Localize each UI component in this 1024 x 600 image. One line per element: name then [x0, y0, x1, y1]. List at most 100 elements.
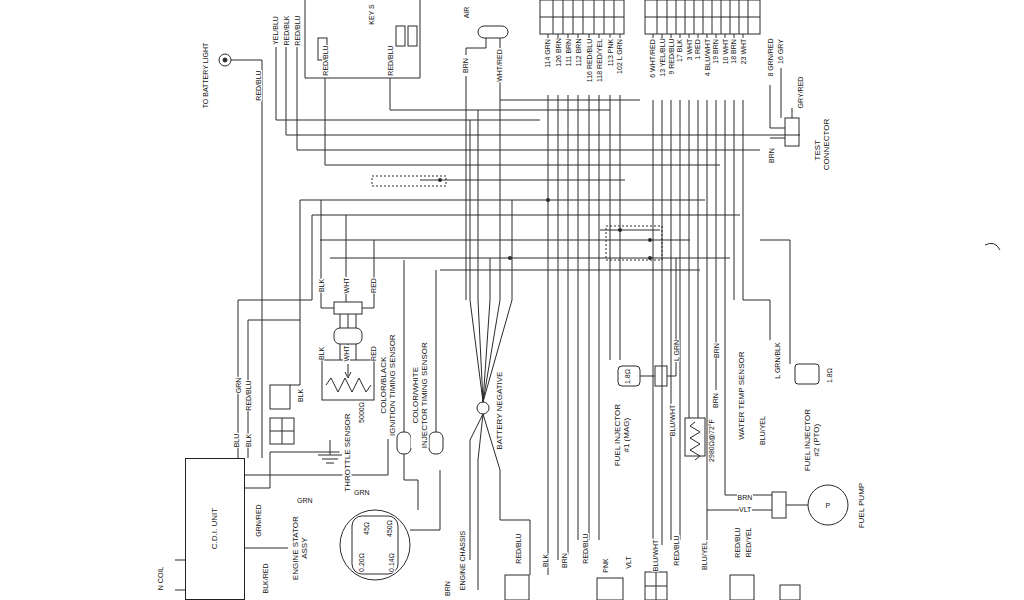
wire-label: RED/BLU: [673, 534, 680, 565]
dotted-box: [372, 176, 446, 186]
ground-label: BATTERY NEGATIVE: [493, 368, 508, 452]
wire: [321, 200, 374, 308]
wire-label: 126 BRN: [555, 38, 562, 67]
sensor-label: COLOR/WHITEINJECTOR TIMING SENSOR: [408, 339, 432, 451]
wire: [470, 100, 512, 300]
wire-label: GRY/RED: [796, 76, 803, 109]
ground-wire: [470, 300, 512, 470]
injector-label: FUEL INJECTOR #2 (PTO): [800, 401, 824, 479]
wire-label: 1.8Ω: [624, 368, 631, 384]
wire-label: RED: [370, 345, 377, 361]
wire-label: 118 RED/YEL: [596, 38, 603, 82]
connector: [334, 328, 362, 344]
node-text-group: TEST CONNECTOR: [813, 130, 831, 170]
ground-terminal: [477, 402, 489, 414]
node-text-group: C.D.I. UNIT: [210, 508, 219, 549]
junction-dot: [438, 178, 442, 182]
wire-label: P: [825, 502, 831, 509]
wire-label: BLK: [318, 346, 325, 360]
resistor-symbol: [326, 378, 371, 392]
sensor-label: WATER TEMP SENSOR: [735, 348, 750, 442]
component-name: THROTTLE SENSOR: [343, 413, 352, 491]
wire-connector: [245, 548, 288, 549]
junction-dot: [546, 198, 550, 202]
component-name: IGNITION TIMING SENSOR: [388, 334, 397, 436]
node-text-group: COLOR/BLACKIGNITION TIMING SENSOR: [379, 334, 397, 436]
wiper-arrow: [345, 364, 351, 378]
key-switch-housing: [305, 0, 420, 78]
wire-label: 450Ω: [386, 519, 393, 537]
wire-label: RED/BLU: [387, 44, 394, 75]
wire-label: 17 BLK: [676, 38, 683, 62]
terminal-dot: [223, 58, 227, 62]
connector: [334, 302, 362, 314]
wire-label: VLT: [739, 506, 752, 513]
wire-label: BLU/YEL: [759, 415, 766, 445]
wire-label: ENGINE CHASSIS: [458, 530, 465, 591]
injector-label: FUEL INJECTOR #1 (MAG): [610, 396, 634, 474]
injector-symbol: [795, 364, 819, 384]
wire-label: 1.8Ω: [826, 367, 833, 383]
wire-label: 3 WHT: [685, 38, 692, 61]
wire-label: BRN: [561, 552, 568, 568]
component-name: FUEL INJECTOR #1 (MAG): [613, 399, 631, 471]
sensor-connector: [429, 432, 443, 454]
connector: [772, 492, 786, 518]
node-text-group: COLOR/WHITEINJECTOR TIMING SENSOR: [411, 342, 429, 448]
junction-dot: [648, 256, 652, 260]
bottom-connector: [505, 575, 529, 600]
wire-label: AIR: [462, 6, 469, 19]
junction-dot: [648, 238, 652, 242]
junction-dot: [618, 228, 622, 232]
injector-symbol: [618, 366, 640, 386]
wire: [231, 60, 262, 458]
node-text-group: ENGINE STATOR ASSY: [291, 512, 309, 584]
wire: [653, 100, 772, 555]
wire-label: 4 BLU/WHT: [704, 38, 711, 76]
wire-label: TO BATTERY LIGHT: [201, 42, 208, 109]
component-name: COLOR/BLACK: [379, 334, 388, 436]
component-name: COLOR/WHITE: [411, 342, 420, 448]
wire-label: 16 GRY: [777, 38, 784, 64]
connector: [270, 418, 294, 444]
wire-label: BRN: [737, 494, 753, 501]
connector: [655, 366, 667, 386]
wire-label: BLU/WHT: [668, 404, 675, 437]
wire-label: RED/BLU: [255, 69, 262, 100]
wire-label: 18 BRN: [730, 38, 737, 64]
resistor-housing: [322, 360, 374, 400]
node-text-group: WATER TEMP SENSOR: [737, 351, 746, 439]
component-name: FUEL PUMP: [857, 482, 866, 528]
wire-label: L GRN/BLK: [774, 341, 781, 378]
wire-connector: [245, 452, 340, 488]
component-name: C.D.I. UNIT: [210, 508, 219, 549]
wire-label: 13 YEL/BLU: [659, 38, 666, 77]
wire: [238, 200, 312, 458]
wire: [707, 505, 808, 510]
wire-label: BLU/WHT: [651, 539, 658, 572]
sensor-label: COLOR/BLACKIGNITION TIMING SENSOR: [376, 331, 400, 439]
component-name: FUEL INJECTOR #2 (PTO): [803, 404, 821, 476]
junction-dot: [508, 256, 512, 260]
wire: [325, 78, 720, 165]
wire: [548, 95, 620, 575]
connector-cross: [645, 572, 667, 600]
component-name: ENGINE STATOR ASSY: [291, 512, 309, 584]
wire-label: RED/BLU: [582, 532, 589, 563]
dotted-box: [606, 226, 662, 260]
wire-label: BLU: [232, 433, 239, 448]
wire-label: BRN: [712, 392, 719, 408]
wire-label: BLK: [318, 278, 325, 292]
node-text-group: FUEL INJECTOR #2 (PTO): [803, 404, 821, 476]
wire-label: GRN: [297, 497, 314, 504]
wire-label: RED: [370, 277, 377, 293]
wire-label: GRN: [234, 377, 241, 394]
pump-symbol: [808, 485, 848, 525]
wire-label: 0.14Ω: [388, 552, 395, 572]
wire-label: WHT/RED: [496, 48, 503, 82]
connector-grid: [540, 0, 624, 34]
node-text-group: BATTERY NEGATIVE: [495, 371, 504, 449]
